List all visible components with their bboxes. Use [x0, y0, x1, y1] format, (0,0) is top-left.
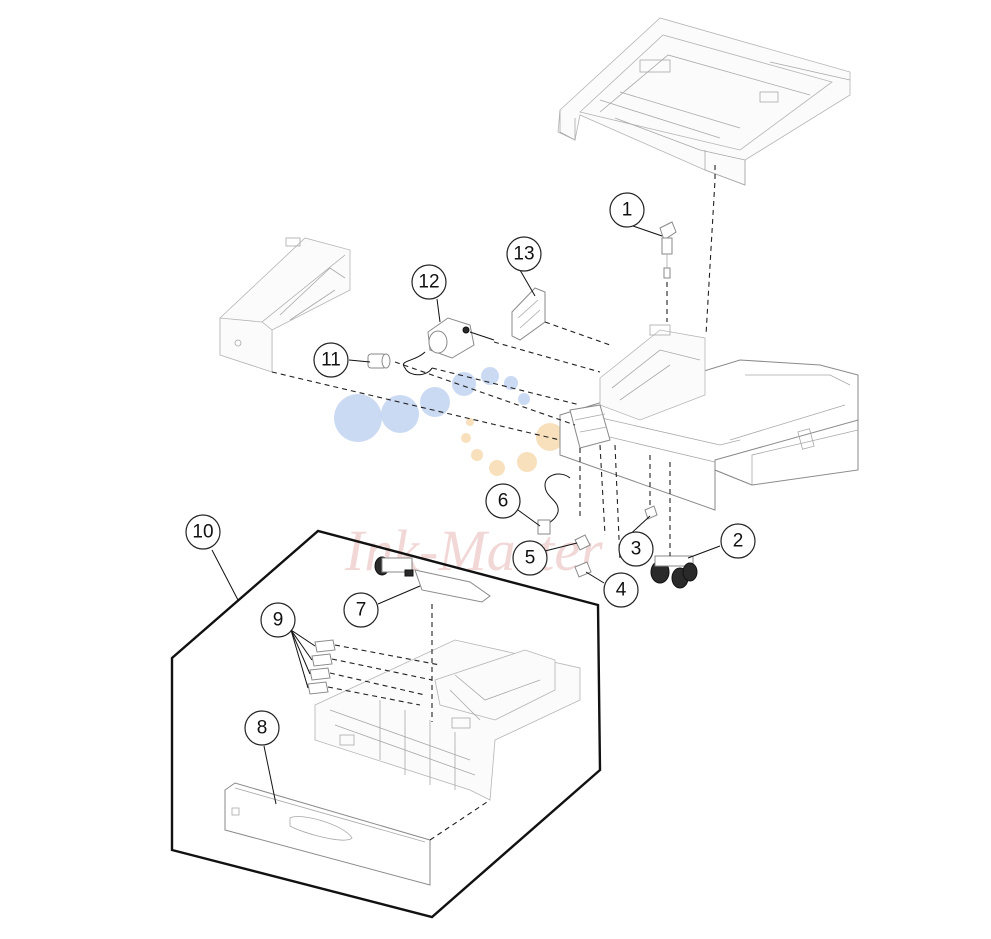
assembly-lines: [271, 165, 716, 841]
svg-text:11: 11: [321, 350, 341, 371]
part-1-sensor: [659, 221, 677, 279]
paper-tray: [314, 639, 581, 801]
callout-11: 11: [313, 342, 349, 378]
callout-8: 8: [244, 710, 280, 746]
svg-text:13: 13: [513, 244, 534, 265]
part-11-roller: [367, 353, 391, 369]
callout-2: 2: [720, 523, 756, 559]
callout-3: 3: [618, 531, 654, 567]
part-12-drive-assembly: [402, 317, 495, 376]
part-4-clip: [574, 561, 592, 578]
callout-9: 9: [260, 602, 296, 638]
svg-text:6: 6: [498, 491, 509, 512]
svg-text:7: 7: [356, 600, 367, 621]
part-2-pick-rollers: [650, 555, 698, 589]
callout-7: 7: [343, 592, 379, 628]
callout-10: 10: [185, 514, 221, 550]
left-side-cover: [219, 237, 351, 373]
callout-13: 13: [506, 236, 542, 272]
part-10-box: [170, 529, 602, 919]
part-3-clip: [644, 505, 658, 520]
callout-5: 5: [512, 540, 548, 576]
printer-base-frame: [557, 17, 851, 186]
part-5-clip: [574, 534, 591, 551]
callout-6: 6: [485, 483, 521, 519]
svg-text:4: 4: [616, 580, 627, 601]
svg-text:9: 9: [273, 610, 284, 631]
tray-frame: [559, 324, 859, 511]
tray-front-cover: [224, 782, 431, 886]
callout-4: 4: [603, 572, 639, 608]
svg-text:2: 2: [733, 531, 744, 552]
svg-text:8: 8: [257, 718, 268, 739]
svg-text:12: 12: [418, 272, 439, 293]
svg-text:5: 5: [525, 548, 536, 569]
part-13-board: [511, 287, 546, 341]
callout-12: 12: [411, 264, 447, 300]
part-7-feed-shaft: [374, 556, 491, 603]
svg-text:10: 10: [192, 522, 213, 543]
part-6-cable: [537, 473, 571, 535]
callout-leaders: [211, 225, 721, 805]
callout-1: 1: [609, 192, 645, 228]
svg-text:3: 3: [631, 539, 642, 560]
part-9-clips: [307, 639, 336, 695]
svg-text:1: 1: [622, 200, 633, 221]
